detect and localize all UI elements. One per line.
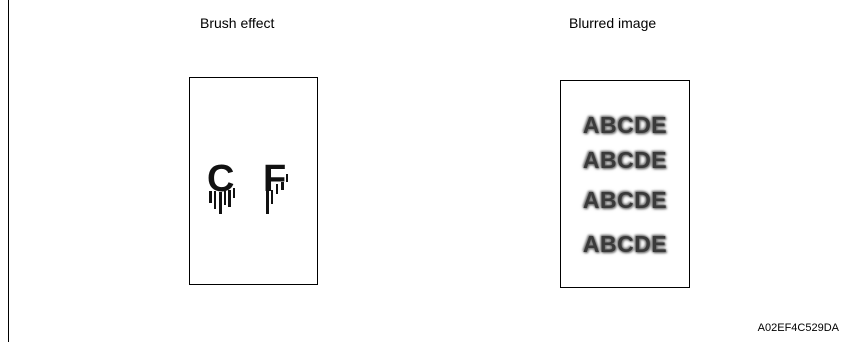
brush-letter-f: F (263, 158, 287, 200)
brush-effect-sample-page: C F (189, 77, 318, 285)
figure-code: A02EF4C529DA (757, 322, 839, 334)
brush-streaks-graphic (209, 174, 288, 214)
blurred-image-sample-page: ABCDE ABCDE ABCDE ABCDE (560, 80, 690, 288)
blurred-text-line-1: ABCDE (582, 112, 668, 138)
blurred-text-line-2: ABCDE (582, 147, 668, 173)
blurred-text-line-4: ABCDE (582, 231, 668, 257)
blurred-image-heading: Blurred image (569, 15, 657, 31)
blurred-text-line-3: ABCDE (582, 187, 668, 213)
brush-effect-heading: Brush effect (200, 15, 275, 31)
left-border-line (8, 0, 9, 342)
